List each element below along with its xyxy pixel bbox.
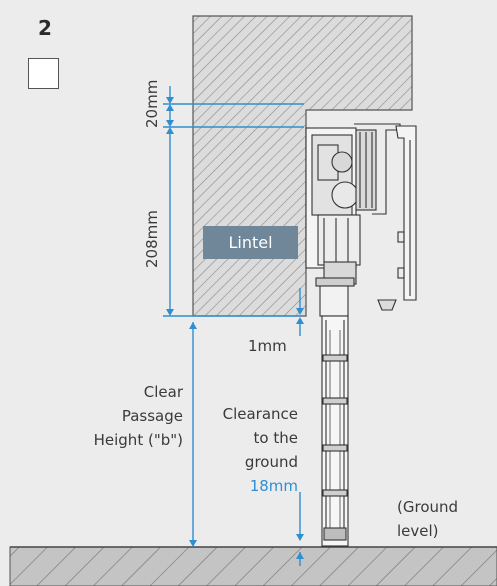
ground-floor xyxy=(9,546,497,586)
door-mechanism xyxy=(305,123,417,547)
dimension-arrows xyxy=(166,97,304,559)
clearance-line-2: to the xyxy=(253,429,298,447)
ground-line-2: level) xyxy=(397,522,439,540)
dim-lintel-label: 208mm xyxy=(143,210,161,268)
clearance-line-3: ground xyxy=(244,453,298,471)
dim-top-label: 20mm xyxy=(143,79,161,128)
clearance-line-1: Clearance xyxy=(222,405,298,423)
lintel-label: Lintel xyxy=(203,226,298,259)
wall-lintel xyxy=(192,15,413,317)
step-checkbox[interactable] xyxy=(28,58,59,89)
dim-gap-label: 1mm xyxy=(248,337,287,355)
step-number: 2 xyxy=(38,16,52,40)
clear-passage-line-2: Passage xyxy=(121,407,183,425)
ground-line-1: (Ground xyxy=(397,498,459,516)
clearance-value: 18mm xyxy=(249,477,298,495)
clear-passage-line-3: Height ("b") xyxy=(93,431,183,449)
clear-passage-line-1: Clear xyxy=(143,383,183,401)
